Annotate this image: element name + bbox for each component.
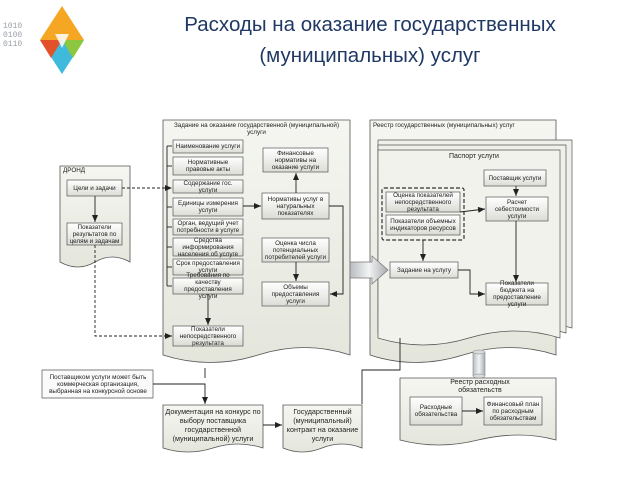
- natural-norms-box: Нормативы услуг в натуральных показателя…: [267, 195, 324, 217]
- drond-title: ДРОНД: [63, 167, 86, 174]
- passport-title: Паспорт услуги: [449, 152, 499, 160]
- assignment-item: Орган, ведущий учет потребности в услуге: [176, 220, 240, 234]
- assignment-item: Требования по качеству предоставления ус…: [184, 272, 232, 300]
- transfer-arrow: [349, 255, 389, 285]
- page-title-line1: Расходы на оказание государственных: [184, 13, 556, 36]
- direct-results-box: Показатели непосредственного результата: [179, 325, 237, 347]
- expense-registry-title: Реестр расходных обязательств: [450, 379, 510, 394]
- contract-text: Государственный (муниципальный) контракт…: [286, 407, 359, 443]
- binary-line: 0100: [3, 30, 23, 40]
- assignment-item: Срок предоставления услуги: [176, 260, 240, 274]
- assignment-item: Содержание гос. услуги: [183, 179, 233, 194]
- provider-box: Поставщик услуги: [488, 174, 542, 182]
- assignment-item: Наименование услуги: [175, 143, 241, 150]
- note-callout: [41, 369, 154, 399]
- registry-assignment-box: Задание на услугу: [397, 266, 451, 274]
- obligations-box: Расходные обязательства: [414, 404, 458, 418]
- tender-docs-document: [162, 404, 264, 453]
- assignment-title: Задание на оказание государственной (мун…: [173, 122, 340, 136]
- volumes-box: Объемы предоставления услуги: [271, 283, 320, 305]
- cost-calc-box: Расчет себестоимости услуги: [495, 198, 539, 220]
- fin-norms-box: Финансовые нормативы на оказание услуги: [271, 149, 320, 171]
- budget-indicators-box: Показатели бюджета на предоставление усл…: [493, 280, 541, 308]
- binary-line: 0110: [3, 39, 23, 49]
- registry-title: Реестр государственных (муниципальных) у…: [373, 122, 515, 129]
- page-title-line2: (муниципальных) услуг: [259, 44, 481, 67]
- drond-indicators: Показатели результатов по целям и задача…: [69, 223, 120, 245]
- contract-document: [282, 404, 363, 453]
- binary-line: 1010: [3, 21, 23, 31]
- fin-plan-box: Финансовый план по расходным обязательст…: [486, 400, 540, 422]
- quality-box: Оценка показателей непосредственного рез…: [393, 191, 453, 213]
- consumer-estimate-box: Оценка числа потенциальных потребителей …: [264, 239, 327, 261]
- assignment-item: Нормативные правовые акты: [185, 159, 231, 173]
- assignment-item: Средства информирования населения об усл…: [177, 236, 239, 258]
- note-text: Поставщиком услуги может быть коммерческ…: [49, 373, 147, 395]
- connector-pipe: [472, 351, 486, 377]
- logo-binary: 1010 0100 0110: [2, 20, 42, 50]
- drond-goals: Цели и задачи: [73, 184, 116, 192]
- volume-indicators-box: Показатели объемных индикаторов ресурсов: [390, 218, 456, 232]
- tender-docs-text: Документация на конкурс по выбору постав…: [165, 407, 261, 443]
- triangle-logo-icon: [40, 6, 84, 74]
- assignment-item: Единицы измерения услуги: [178, 200, 238, 214]
